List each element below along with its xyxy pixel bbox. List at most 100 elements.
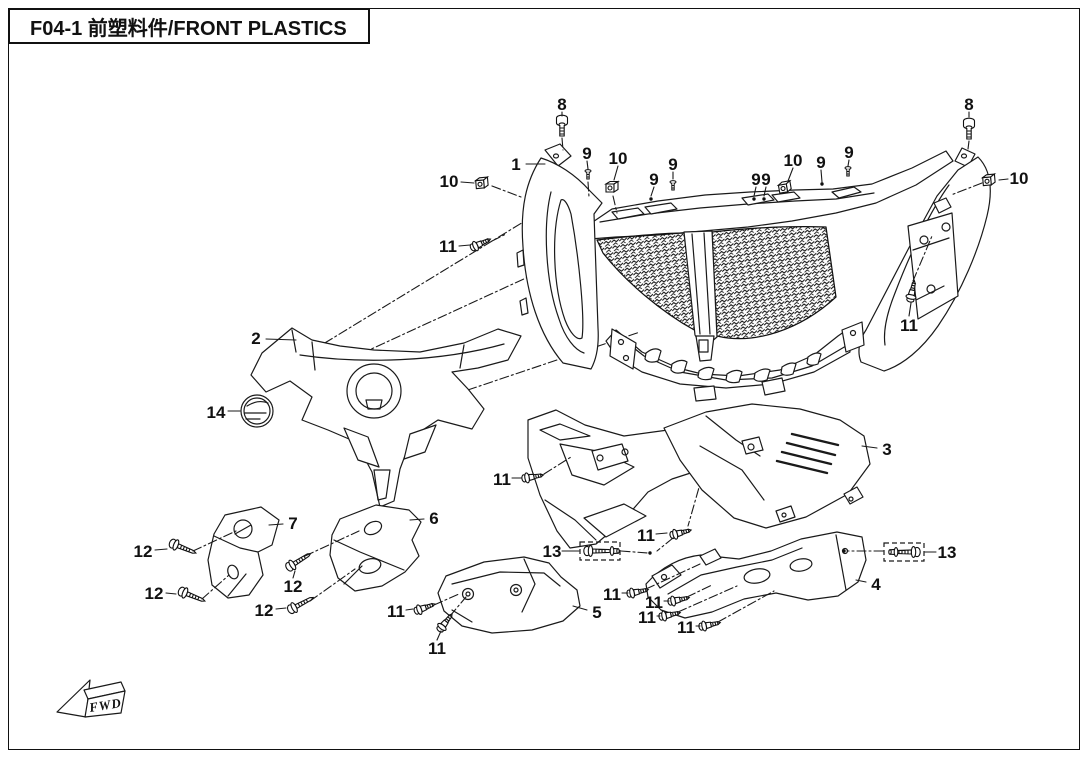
callout-10: 10 bbox=[440, 172, 522, 198]
clip-fastener-icon bbox=[412, 598, 438, 617]
mount-point-dot bbox=[648, 551, 652, 555]
callout-number: 12 bbox=[284, 577, 303, 596]
callout-number: 2 bbox=[251, 329, 260, 348]
tinyscrew-fastener-icon bbox=[669, 180, 677, 191]
callout-10: 10 bbox=[950, 169, 1029, 196]
mount-point-dot bbox=[762, 197, 766, 201]
callout-number: 11 bbox=[645, 593, 663, 612]
callout-number: 11 bbox=[637, 526, 655, 545]
callout-6: 6 bbox=[409, 509, 439, 528]
callout-number: 11 bbox=[638, 608, 656, 627]
nut-fastener-icon bbox=[609, 546, 620, 556]
callout-8: 8 bbox=[557, 95, 567, 151]
callout-1: 1 bbox=[511, 155, 546, 174]
part-7-cover-plate-left bbox=[207, 506, 280, 599]
callout-11: 11 bbox=[645, 584, 713, 612]
callout-11: 11 bbox=[387, 593, 460, 621]
callout-3: 3 bbox=[861, 440, 892, 459]
callout-11: 11 bbox=[428, 596, 467, 658]
callout-11: 11 bbox=[603, 563, 701, 604]
callout-number: 4 bbox=[871, 575, 881, 594]
callout-9: 9 bbox=[844, 143, 854, 167]
callout-number: 13 bbox=[938, 543, 957, 562]
callout-number: 11 bbox=[677, 618, 695, 637]
part-3-front-rack-covers bbox=[527, 403, 871, 549]
callout-number: 11 bbox=[439, 237, 457, 256]
sqclip-fastener-icon bbox=[981, 173, 996, 187]
callout-4: 4 bbox=[855, 575, 881, 594]
callout-12: 12 bbox=[284, 530, 360, 596]
callout-number: 1 bbox=[511, 155, 520, 174]
callout-11: 11 bbox=[638, 585, 738, 627]
callout-number: 14 bbox=[207, 403, 226, 422]
bolt-fastener-icon bbox=[962, 117, 976, 140]
callout-number: 11 bbox=[603, 585, 621, 604]
callout-9: 9 bbox=[751, 170, 761, 197]
screw-fastener-icon bbox=[176, 584, 208, 607]
callout-number: 8 bbox=[557, 95, 566, 114]
title-block: F04-1 前塑料件/FRONT PLASTICS bbox=[8, 8, 370, 44]
callout-number: 9 bbox=[668, 155, 677, 174]
callout-14: 14 bbox=[207, 403, 241, 422]
bolt-fastener-icon bbox=[555, 114, 569, 137]
callout-11: 11 bbox=[637, 526, 674, 552]
callout-number: 7 bbox=[288, 514, 297, 533]
callout-10: 10 bbox=[784, 151, 802, 182]
callout-number: 12 bbox=[145, 584, 164, 603]
clip-fastener-icon bbox=[697, 617, 722, 633]
callout-number: 11 bbox=[900, 316, 918, 335]
callout-number: 10 bbox=[609, 149, 628, 168]
tinyscrew-fastener-icon bbox=[844, 166, 852, 177]
part-5-lower-cover bbox=[437, 556, 581, 634]
part-4-lower-bracket bbox=[645, 531, 867, 619]
part-1-front-fascia-assembly bbox=[516, 143, 991, 402]
callout-number: 12 bbox=[255, 601, 274, 620]
page-border bbox=[8, 8, 1080, 750]
callout-number: 12 bbox=[134, 542, 153, 561]
callout-11: 11 bbox=[439, 233, 507, 256]
callout-number: 10 bbox=[440, 172, 459, 191]
callout-2: 2 bbox=[251, 329, 297, 348]
mount-point-dot bbox=[649, 197, 653, 201]
callout-number: 11 bbox=[428, 639, 446, 658]
fwd-arrow: FWD bbox=[56, 679, 126, 718]
callout-number: 9 bbox=[761, 170, 770, 189]
callout-12: 12 bbox=[145, 574, 230, 603]
callout-10: 10 bbox=[609, 149, 628, 214]
part-6-cover-plate-right bbox=[329, 504, 422, 592]
callout-number: 8 bbox=[964, 95, 973, 114]
callout-5: 5 bbox=[572, 603, 602, 622]
callout-11: 11 bbox=[900, 235, 933, 335]
callout-11: 11 bbox=[677, 590, 775, 637]
screw-fastener-icon bbox=[167, 536, 199, 559]
part-2-front-center-panel bbox=[250, 327, 522, 508]
fwd-label: FWD bbox=[87, 695, 123, 715]
clip-fastener-icon bbox=[468, 234, 494, 254]
callout-number: 6 bbox=[429, 509, 438, 528]
hardware-kit-boxes bbox=[579, 541, 925, 562]
mount-point-dot bbox=[820, 182, 824, 186]
callout-7: 7 bbox=[268, 514, 298, 533]
sqclip-fastener-icon bbox=[605, 180, 619, 193]
callout-11: 11 bbox=[493, 456, 572, 489]
callout-12: 12 bbox=[255, 568, 356, 620]
part-14-front-emblem bbox=[240, 394, 274, 428]
screw-fastener-icon bbox=[285, 592, 317, 617]
callout-number: 13 bbox=[543, 542, 562, 561]
callout-number: 11 bbox=[387, 602, 405, 621]
sqclip-fastener-icon bbox=[474, 176, 489, 190]
callout-12: 12 bbox=[134, 530, 237, 561]
callout-number: 11 bbox=[493, 470, 511, 489]
callout-9: 9 bbox=[582, 144, 592, 198]
callout-number: 9 bbox=[582, 144, 591, 163]
screw-fastener-icon bbox=[583, 545, 613, 557]
callout-number: 10 bbox=[1010, 169, 1029, 188]
screw-fastener-icon bbox=[283, 548, 314, 574]
mount-point-dot bbox=[752, 197, 756, 201]
tinyscrew-fastener-icon bbox=[584, 169, 592, 180]
callout-number: 3 bbox=[882, 440, 891, 459]
callout-13: 13 bbox=[543, 542, 649, 561]
callout-number: 9 bbox=[649, 170, 658, 189]
